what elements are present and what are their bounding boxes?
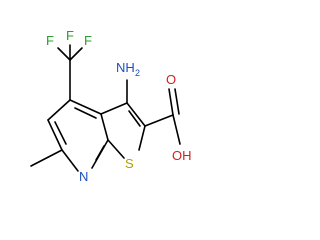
atom-nh2-main: NH — [116, 60, 135, 75]
bond-c4-c5 — [47, 99, 71, 121]
molecule-structure: F F F NH 2 N S O OH — [30, 28, 192, 184]
bond-c-oh — [172, 114, 181, 145]
bond-cf3-f-left — [57, 47, 71, 61]
bond-c5-c6-double — [54, 121, 67, 145]
atom-f-right: F — [84, 33, 92, 48]
bond-c2-cooh — [144, 114, 174, 127]
bond-c4-c3a — [69, 99, 102, 115]
atom-hydroxyl: OH — [172, 148, 192, 163]
bond-cf3-f-right — [69, 47, 83, 61]
bond-c3a-c3 — [100, 102, 128, 115]
bond-c-o-double-2 — [174, 88, 180, 115]
bond-n-c7a-double — [95, 145, 105, 161]
bond-c-o-double — [168, 88, 174, 116]
atom-f-left: F — [46, 33, 54, 48]
atom-carbonyl-o: O — [166, 72, 176, 87]
bond-c6-methyl — [30, 149, 63, 167]
bond-c5-c6 — [47, 119, 63, 151]
bond-c4-c3a-double — [74, 107, 97, 119]
atom-ring-s: S — [125, 156, 134, 171]
structure-drawing: F F F NH 2 N S O OH — [30, 28, 192, 184]
bond-c3-c2-double — [128, 110, 141, 127]
bond-c3-c2 — [126, 102, 146, 127]
atom-ring-n: N — [79, 169, 88, 184]
bond-c6-n — [61, 149, 79, 172]
bond-c2-s — [138, 125, 146, 151]
bond-s-c7a — [107, 139, 125, 159]
atom-nh2-sub: 2 — [135, 68, 140, 78]
bond-c7a-c3a — [100, 113, 109, 141]
atom-f-top: F — [66, 28, 74, 43]
